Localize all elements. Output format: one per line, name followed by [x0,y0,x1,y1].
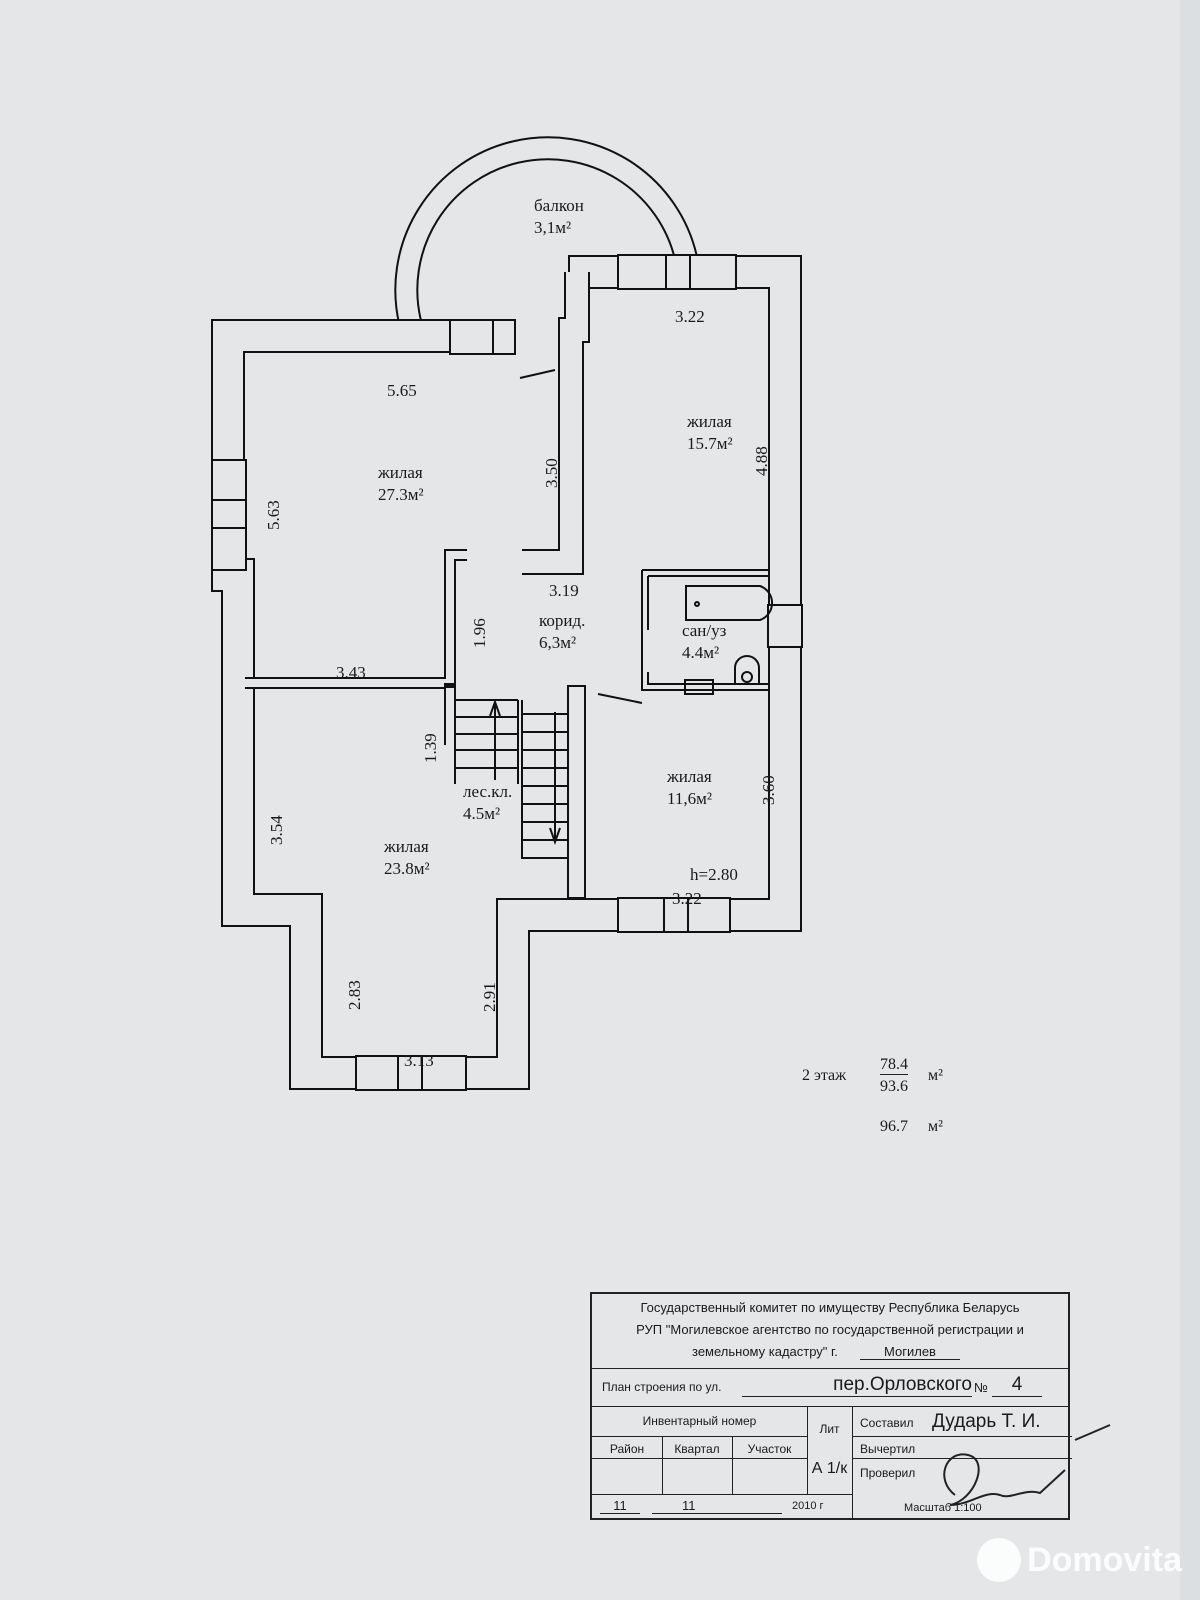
dimension: 3.19 [549,581,579,600]
room-name: лес.кл. [463,782,512,801]
toilet-icon [734,655,760,684]
bathroom-fixtures [684,585,774,695]
dimension: 4.88 [752,446,771,476]
area-with-balcony: 96.7 [880,1118,908,1135]
quarter-label: Квартал [674,1442,720,1456]
area-living: 78.4 [880,1056,908,1075]
date-year: 2010 г [792,1500,824,1512]
dimension: 3.13 [404,1051,434,1070]
dimension: 1.39 [421,733,440,763]
org-line-1: Государственный комитет по имуществу Рес… [640,1300,1020,1315]
dimension-labels: 3.22 5.65 3.50 4.88 5.63 3.19 1.96 3.43 … [264,307,778,1070]
inventory-label: Инвентарный номер [642,1414,757,1428]
room-name: жилая [383,837,429,856]
dimension: 1.96 [470,618,489,648]
interior-walls [245,369,770,899]
drawn-label: Вычертил [860,1442,916,1456]
dimension: 5.65 [387,381,417,400]
district-label: Район [609,1442,645,1456]
dimension: 3.22 [672,889,702,908]
bathtub-icon [685,585,774,621]
org-line-2: РУП "Могилевское агентство по государств… [636,1322,1024,1337]
domovita-logo-icon [977,1538,1022,1582]
number-label: № [974,1380,988,1395]
watermark: Domovita [977,1538,1182,1582]
plot-label: Участок [747,1442,792,1456]
room-name: корид. [539,611,585,630]
date-day: 11 [600,1498,640,1514]
windows [211,254,803,1091]
house-number: 4 [992,1374,1042,1397]
dimension: 3.43 [336,663,366,682]
room-area: 6,3м² [539,633,576,652]
outer-walls [211,255,802,1090]
room-name: сан/уз [682,621,727,640]
sink-icon [684,679,714,695]
room-name: жилая [686,412,732,431]
composed-by: Дударь Т. И. [932,1411,1041,1432]
dimension: 3.22 [675,307,705,326]
room-area: 23.8м² [384,859,430,878]
room-area: 3,1м² [534,218,571,237]
area-total: 93.6 [880,1078,908,1095]
plan-label: План строения по ул. [602,1380,722,1394]
room-area: 11,6м² [667,789,712,808]
street: пер.Орловского [742,1374,972,1397]
balcony-outline [394,136,698,325]
staircase [454,699,568,859]
room-name: жилая [377,463,423,482]
title-block: Государственный комитет по имуществу Рес… [590,1292,1072,1520]
room-area: 4.4м² [682,643,719,662]
scale: Масштаб 1:100 [904,1502,982,1514]
room-area: 27.3м² [378,485,424,504]
arrow-down-icon [549,712,561,845]
dimension: 2.91 [480,982,499,1012]
area-unit: м² [928,1067,943,1084]
floor-label: 2 этаж [802,1067,847,1084]
room-labels: балкон 3,1м² жилая 27.3м² жилая 15.7м² к… [377,196,738,884]
ceiling-height: h=2.80 [690,865,738,884]
room-name: балкон [534,196,584,215]
arrow-up-icon [489,699,501,780]
checked-label: Проверил [860,1466,916,1480]
dimension: 3.50 [542,458,561,488]
room-area: 4.5м² [463,804,500,823]
composed-label: Составил [860,1416,914,1430]
dimension: 3.60 [759,775,778,805]
org-line-3: земельному кадастру" г. [692,1344,838,1359]
dimension: 5.63 [264,500,283,530]
lit-label: Лит [819,1422,840,1436]
dimension: 2.83 [345,980,364,1010]
lit-value: А 1/к [811,1460,848,1477]
city: Могилев [860,1344,960,1360]
date-month: 11 [652,1498,782,1514]
room-area: 15.7м² [687,434,733,453]
room-name: жилая [666,767,712,786]
watermark-text: Domovita [1027,1540,1182,1579]
area-unit: м² [928,1118,943,1135]
dimension: 3.54 [267,815,286,845]
